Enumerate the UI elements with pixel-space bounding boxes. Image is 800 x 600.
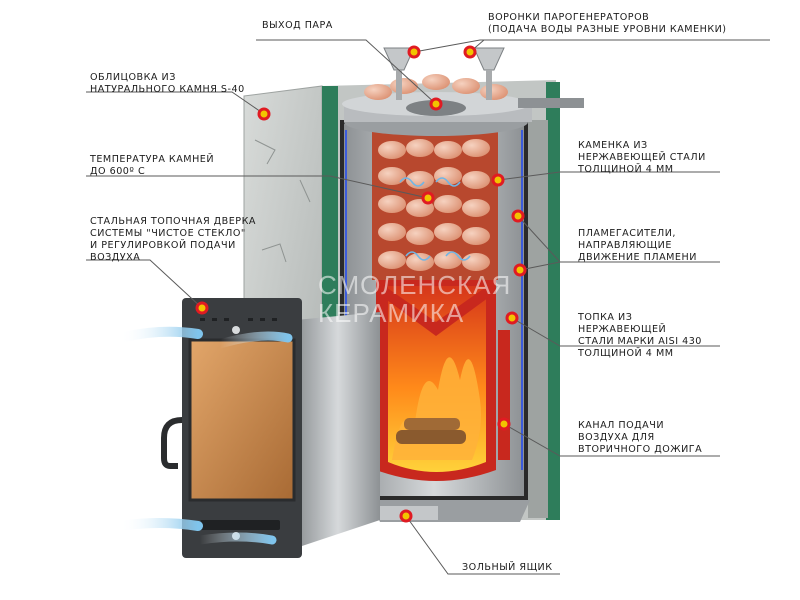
marker-stone-temp	[421, 191, 435, 205]
ash-box	[370, 500, 530, 522]
leader-lines	[86, 39, 770, 575]
label-line: ВТОРИЧНОГО ДОЖИГА	[578, 444, 703, 455]
logs	[396, 418, 466, 444]
marker-firebox	[505, 311, 519, 325]
svg-text:КЕРАМИКА: КЕРАМИКА	[318, 298, 464, 328]
label-line: ВЫХОД ПАРА	[262, 20, 333, 31]
label-line: ВОРОНКИ ПАРОГЕНЕРАТОРОВ	[488, 12, 650, 23]
marker-heater	[491, 173, 505, 187]
label-line: ДВИЖЕНИЕ ПЛАМЕНИ	[578, 252, 697, 263]
label-ash-box: ЗОЛЬНЫЙ ЯЩИК	[462, 562, 553, 574]
top-stones	[364, 74, 508, 100]
label-line: НЕРЖАВЕЮЩЕЙ	[578, 324, 667, 335]
label-line: СИСТЕМЫ "ЧИСТОЕ СТЕКЛО"	[90, 228, 246, 239]
label-line: ВОЗДУХА ДЛЯ	[578, 432, 655, 443]
label-line: ДО 600º С	[90, 166, 146, 177]
marker-cladding	[257, 107, 271, 121]
vent-slots-bottom	[200, 520, 280, 530]
label-line: ТОПКА ИЗ	[578, 312, 633, 323]
steam-funnel-right	[473, 47, 505, 100]
top-plate	[342, 47, 584, 136]
marker-funnel-left	[407, 45, 421, 59]
vent-slots-top	[200, 318, 277, 321]
marker-steam-outlet	[429, 97, 443, 111]
label-line: КАМЕНКА ИЗ	[578, 140, 648, 151]
label-steam-funnels: ВОРОНКИ ПАРОГЕНЕРАТОРОВ(ПОДАЧА ВОДЫ РАЗН…	[488, 12, 727, 36]
label-line: НАПРАВЛЯЮЩИЕ	[578, 240, 672, 251]
label-line: ТЕМПЕРАТУРА КАМНЕЙ	[90, 154, 215, 165]
label-line: ОБЛИЦОВКА ИЗ	[90, 72, 176, 83]
inner-cylinder	[340, 120, 528, 500]
stove-door	[161, 298, 380, 558]
label-line: ПЛАМЕГАСИТЕЛИ,	[578, 228, 676, 239]
label-line: И РЕГУЛИРОВКОЙ ПОДАЧИ	[90, 240, 236, 251]
marker-damper-upper	[511, 209, 525, 223]
marker-air-channel	[497, 417, 511, 431]
svg-text:СМОЛЕНСКАЯ: СМОЛЕНСКАЯ	[318, 270, 511, 300]
label-line: НЕРЖАВЕЮЩЕЙ СТАЛИ	[578, 152, 706, 163]
marker-funnel-right	[463, 45, 477, 59]
label-line: (ПОДАЧА ВОДЫ РАЗНЫЕ УРОВНИ КАМЕНКИ)	[488, 24, 727, 35]
label-line: ТОЛЩИНОЙ 4 ММ	[578, 164, 674, 175]
label-line: ЗОЛЬНЫЙ ЯЩИК	[462, 562, 553, 573]
marker-ash-box	[399, 509, 413, 523]
stones	[378, 139, 490, 271]
markers	[195, 45, 527, 523]
watermark: СМОЛЕНСКАЯ КЕРАМИКА	[318, 270, 511, 328]
label-line: ТОЛЩИНОЙ 4 мм	[578, 348, 674, 359]
door-handle	[161, 417, 183, 469]
label-line: СТАЛИ МАРКИ AISI 430	[578, 336, 702, 347]
marker-damper-lower	[513, 263, 527, 277]
label-line: НАТУРАЛЬНОГО КАМНЯ S-40	[90, 84, 245, 95]
steam-jets	[399, 177, 471, 261]
label-steam-outlet: ВЫХОД ПАРА	[262, 20, 333, 32]
marker-door	[195, 301, 209, 315]
label-line: СТАЛЬНАЯ ТОПОЧНАЯ ДВЕРКА	[90, 216, 256, 227]
air-flow	[115, 326, 293, 545]
label-line: КАНАЛ ПОДАЧИ	[578, 420, 664, 431]
label-line: ВОЗДУХА	[90, 252, 141, 263]
